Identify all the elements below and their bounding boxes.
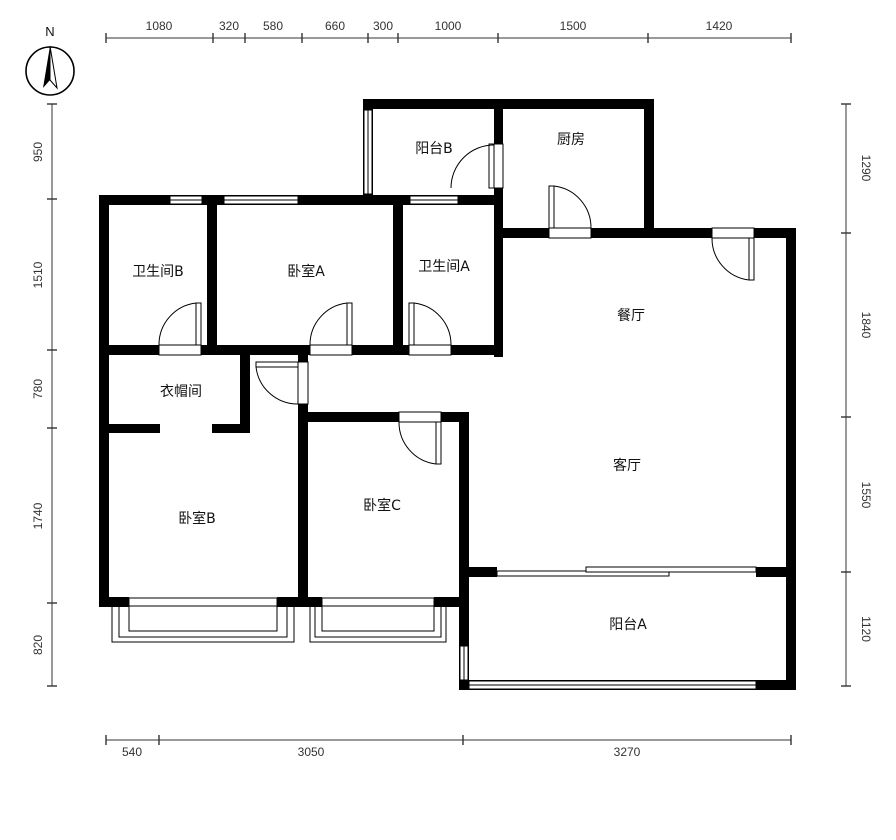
- dim-right-label: 1120: [859, 616, 873, 642]
- dimension-line-left: 950 1510 780 1740 820: [31, 103, 57, 687]
- dim-bottom-label: 3050: [298, 745, 325, 759]
- door-bedroom-a: [309, 302, 353, 356]
- dimension-line-right: 1290 1840 1550 1120: [841, 103, 873, 687]
- dim-top-label: 300: [373, 19, 393, 33]
- dim-right-label: 1290: [859, 155, 873, 182]
- door-balcony-b: [450, 143, 504, 189]
- dim-left-label: 950: [31, 142, 45, 162]
- door-kitchen: [548, 185, 592, 239]
- north-label: N: [45, 24, 54, 39]
- door-bathroom-b: [158, 302, 202, 356]
- windows: [111, 109, 757, 690]
- door-bathroom-a: [408, 302, 452, 356]
- dim-bottom-label: 3270: [614, 745, 641, 759]
- compass-needle-left: [43, 46, 50, 88]
- door-bedroom-c: [398, 411, 442, 465]
- room-label-bedroom-a: 卧室A: [287, 263, 325, 280]
- dim-top-label: 580: [263, 19, 283, 33]
- dimension-line-bottom: 540 3050 3270: [105, 735, 792, 759]
- room-label-living-room: 客厅: [613, 457, 641, 474]
- room-label-bathroom-a: 卫生间A: [418, 259, 470, 275]
- dim-top-label: 1080: [146, 19, 173, 33]
- dim-left-label: 1510: [31, 261, 45, 288]
- dim-left-label: 780: [31, 379, 45, 399]
- dim-left-label: 1740: [31, 502, 45, 529]
- room-labels: 阳台B 厨房 卫生间B 卧室A 卫生间A 餐厅 衣帽间 客厅 卧室B 卧室C 阳…: [132, 132, 647, 633]
- doors: [158, 143, 755, 465]
- bay-window-bedroom-c: [309, 597, 447, 643]
- room-label-bedroom-c: 卧室C: [363, 497, 401, 514]
- room-label-kitchen: 厨房: [557, 132, 585, 148]
- dim-bottom-label: 540: [122, 745, 142, 759]
- compass-needle-right: [49, 45, 58, 90]
- dim-top-label: 320: [219, 19, 239, 33]
- sliding-door-panel: [585, 566, 757, 573]
- dim-left-label: 820: [31, 635, 45, 655]
- north-compass: N: [25, 24, 75, 96]
- dim-top-label: 1500: [560, 19, 587, 33]
- room-label-bedroom-b: 卧室B: [178, 510, 216, 527]
- bay-window-bedroom-b: [111, 597, 295, 643]
- dim-top-label: 660: [325, 19, 345, 33]
- room-label-bathroom-b: 卫生间B: [132, 264, 184, 280]
- room-label-dining-room: 餐厅: [617, 308, 645, 324]
- door-entrance: [711, 227, 755, 281]
- room-label-cloakroom: 衣帽间: [160, 384, 202, 400]
- door-corridor: [255, 361, 309, 405]
- room-label-balcony-a: 阳台A: [609, 617, 647, 633]
- dim-right-label: 1550: [859, 482, 873, 509]
- dimension-line-top: 1080 320 580 660 300 1000 1500 1420: [105, 19, 792, 43]
- dim-top-label: 1420: [706, 19, 733, 33]
- sliding-door-panel: [496, 570, 670, 577]
- room-label-balcony-b: 阳台B: [415, 141, 453, 157]
- dim-right-label: 1840: [859, 312, 873, 339]
- dim-top-label: 1000: [435, 19, 462, 33]
